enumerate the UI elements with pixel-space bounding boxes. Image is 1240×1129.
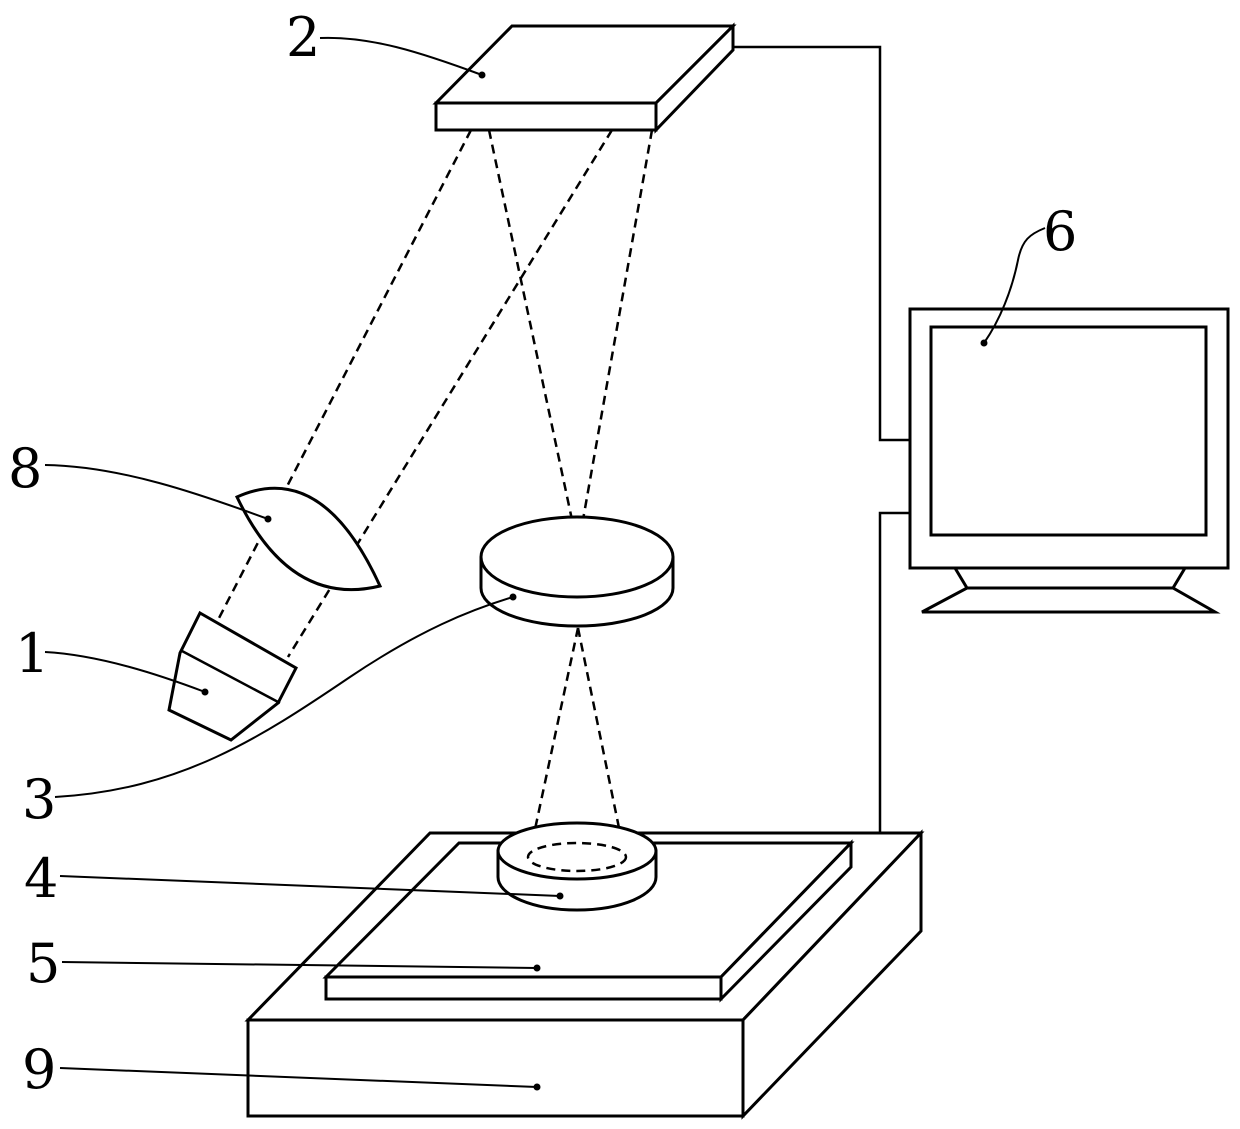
lens-3 <box>481 517 673 626</box>
callout-3: 3 <box>22 768 56 831</box>
callout-6: 6 <box>1043 200 1077 263</box>
callout-8: 8 <box>8 437 42 500</box>
callout-4: 4 <box>24 847 58 910</box>
lens-4 <box>498 823 656 910</box>
callout-9: 9 <box>22 1038 56 1101</box>
callout-5: 5 <box>26 932 60 995</box>
lens-8 <box>237 488 380 589</box>
light-source-1 <box>169 613 296 740</box>
callout-1: 1 <box>15 622 49 685</box>
signal-cable <box>733 47 910 833</box>
monitor-6 <box>910 309 1228 612</box>
callout-2: 2 <box>286 6 320 69</box>
